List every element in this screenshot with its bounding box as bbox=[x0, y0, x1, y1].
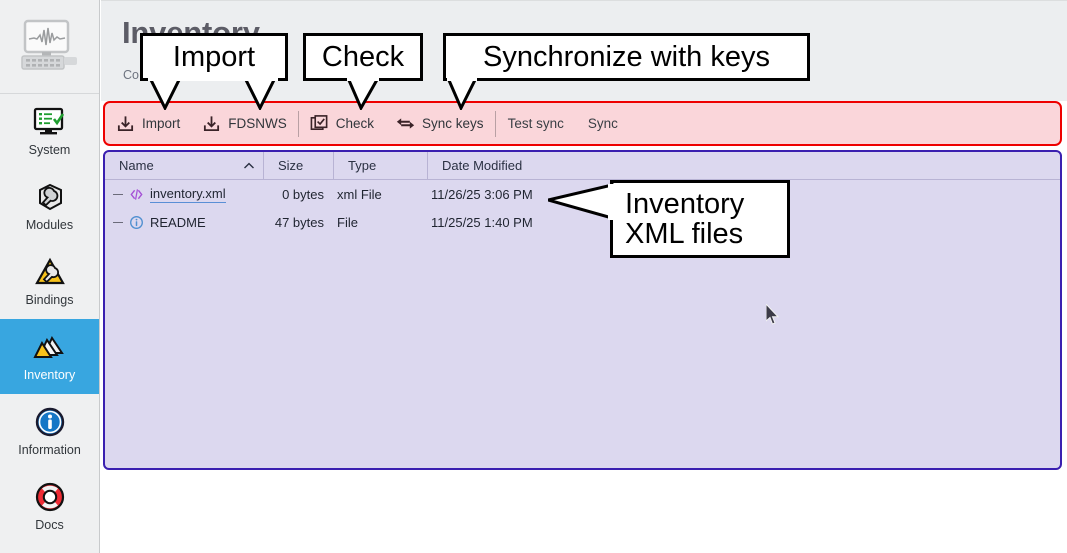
sync-annotation-label: Synchronize with keys bbox=[483, 40, 770, 73]
file-list-header: Name Size Type Date Modified bbox=[105, 152, 1060, 180]
test-sync-button[interactable]: Test sync bbox=[496, 103, 576, 144]
sidebar-item-inventory[interactable]: Inventory bbox=[0, 319, 99, 394]
docs-lifering-icon bbox=[35, 482, 64, 512]
sidebar-item-label: Information bbox=[18, 443, 81, 457]
file-date-cell: 11/26/25 3:06 PM bbox=[431, 186, 533, 202]
xml-files-annotation-callout: Inventory XML files bbox=[610, 180, 790, 258]
mouse-cursor bbox=[766, 304, 780, 325]
sidebar-item-information[interactable]: Information bbox=[0, 394, 99, 469]
sidebar-item-modules[interactable]: Modules bbox=[0, 169, 99, 244]
sync-button-label: Sync bbox=[587, 116, 618, 131]
file-size-cell: 47 bytes bbox=[274, 214, 324, 230]
table-row[interactable]: inventory.xml 0 bytes xml File 11/26/25 … bbox=[105, 180, 1060, 208]
sidebar-item-label: Docs bbox=[35, 518, 64, 532]
column-header-date-modified[interactable]: Date Modified bbox=[427, 152, 1060, 179]
column-header-size-label: Size bbox=[278, 158, 304, 173]
system-monitor-icon bbox=[33, 107, 64, 135]
sidebar-item-docs[interactable]: Docs bbox=[0, 469, 99, 544]
fdsnws-button-label: FDSNWS bbox=[228, 116, 287, 131]
sync-annotation-tail bbox=[446, 78, 478, 110]
sidebar-item-label: Inventory bbox=[23, 368, 76, 382]
check-annotation-tail bbox=[346, 78, 380, 110]
sidebar-item-bindings[interactable]: Bindings bbox=[0, 244, 99, 319]
toolbar-separator bbox=[297, 110, 299, 137]
fdsnws-button[interactable]: FDSNWS bbox=[191, 103, 298, 144]
download-tray-icon bbox=[117, 116, 134, 132]
download-tray-icon bbox=[204, 116, 220, 132]
file-date-cell: 11/25/25 1:40 PM bbox=[431, 214, 533, 230]
xml-files-annotation-line2: XML files bbox=[625, 218, 744, 250]
file-type-cell: xml File bbox=[337, 186, 382, 202]
column-header-date-label: Date Modified bbox=[442, 158, 523, 173]
file-name-label[interactable]: inventory.xml bbox=[150, 185, 226, 203]
test-sync-button-label: Test sync bbox=[507, 116, 564, 131]
sync-keys-button-label: Sync keys bbox=[422, 116, 484, 131]
check-annotation-callout: Check bbox=[303, 33, 423, 81]
seismograph-computer-logo-icon bbox=[20, 19, 77, 70]
import-annotation-tail bbox=[148, 78, 278, 110]
import-button-label: Import bbox=[142, 116, 181, 131]
sync-button[interactable]: Sync bbox=[576, 103, 630, 144]
column-header-name[interactable]: Name bbox=[105, 152, 263, 179]
import-annotation-callout: Import bbox=[140, 33, 288, 81]
bindings-wrench-icon bbox=[34, 257, 65, 285]
modules-wrench-icon bbox=[38, 183, 62, 211]
xml-files-annotation-line1: Inventory bbox=[625, 187, 745, 220]
file-name-label[interactable]: README bbox=[150, 214, 206, 230]
column-header-type[interactable]: Type bbox=[333, 152, 427, 179]
sync-keys-button[interactable]: Sync keys bbox=[385, 103, 495, 144]
toolbar-separator bbox=[494, 110, 496, 137]
sidebar-item-system[interactable]: System bbox=[0, 94, 99, 169]
xml-files-annotation-tail bbox=[548, 183, 618, 220]
column-header-type-label: Type bbox=[348, 158, 377, 173]
column-header-name-label: Name bbox=[119, 158, 154, 173]
check-button[interactable]: Check bbox=[299, 103, 385, 144]
inventory-toolbar: Import FDSNWS Check Sync keys bbox=[103, 101, 1062, 146]
sidebar-item-label: Bindings bbox=[25, 293, 74, 307]
checkbox-stack-icon bbox=[310, 115, 328, 131]
sidebar: System Modules Bindings Inventory bbox=[0, 0, 100, 553]
info-circle-icon bbox=[130, 215, 143, 229]
import-annotation-label: Import bbox=[172, 40, 256, 73]
check-annotation-label: Check bbox=[321, 40, 405, 73]
sync-arrows-icon bbox=[396, 118, 415, 129]
column-header-size[interactable]: Size bbox=[263, 152, 333, 179]
sort-ascending-chevron-icon bbox=[244, 162, 254, 169]
file-name-cell[interactable]: inventory.xml bbox=[105, 186, 263, 203]
tree-branch-line bbox=[113, 221, 123, 223]
app-logo bbox=[0, 0, 99, 94]
import-button[interactable]: Import bbox=[105, 103, 191, 144]
sync-annotation-callout: Synchronize with keys bbox=[443, 33, 810, 81]
sidebar-item-label: System bbox=[28, 143, 71, 157]
file-name-cell[interactable]: README bbox=[105, 215, 263, 230]
xml-code-icon bbox=[130, 188, 143, 200]
sidebar-item-label: Modules bbox=[25, 218, 74, 232]
table-row[interactable]: README 47 bytes File 11/25/25 1:40 PM bbox=[105, 208, 1060, 236]
file-type-cell: File bbox=[337, 214, 358, 230]
tree-branch-line bbox=[113, 193, 123, 195]
check-button-label: Check bbox=[335, 116, 375, 131]
file-size-cell: 0 bytes bbox=[282, 186, 324, 202]
information-icon bbox=[35, 407, 64, 437]
inventory-layers-icon bbox=[32, 335, 64, 358]
